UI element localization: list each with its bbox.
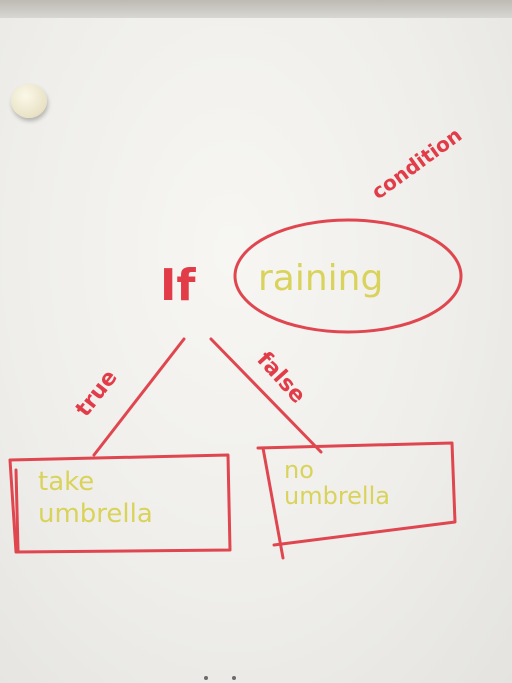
condition-label: condition — [367, 123, 466, 204]
whiteboard-magnet — [11, 84, 47, 118]
true-branch-line — [92, 337, 186, 457]
true-result-line-2: umbrella — [38, 499, 153, 529]
board-speck — [232, 676, 236, 680]
true-result-box — [8, 453, 232, 554]
whiteboard — [0, 18, 512, 683]
true-branch-label: true — [71, 365, 123, 421]
if-keyword: If — [160, 260, 196, 311]
false-branch-line — [209, 337, 323, 454]
condition-text: raining — [258, 258, 383, 299]
condition-ellipse — [233, 218, 463, 334]
board-speck — [204, 676, 208, 680]
false-result-line-1: no — [284, 456, 314, 484]
false-result-box — [256, 441, 457, 560]
false-branch-label: false — [252, 347, 311, 408]
true-result-line-1: take — [38, 467, 94, 497]
false-result-line-2: umbrella — [284, 482, 390, 510]
